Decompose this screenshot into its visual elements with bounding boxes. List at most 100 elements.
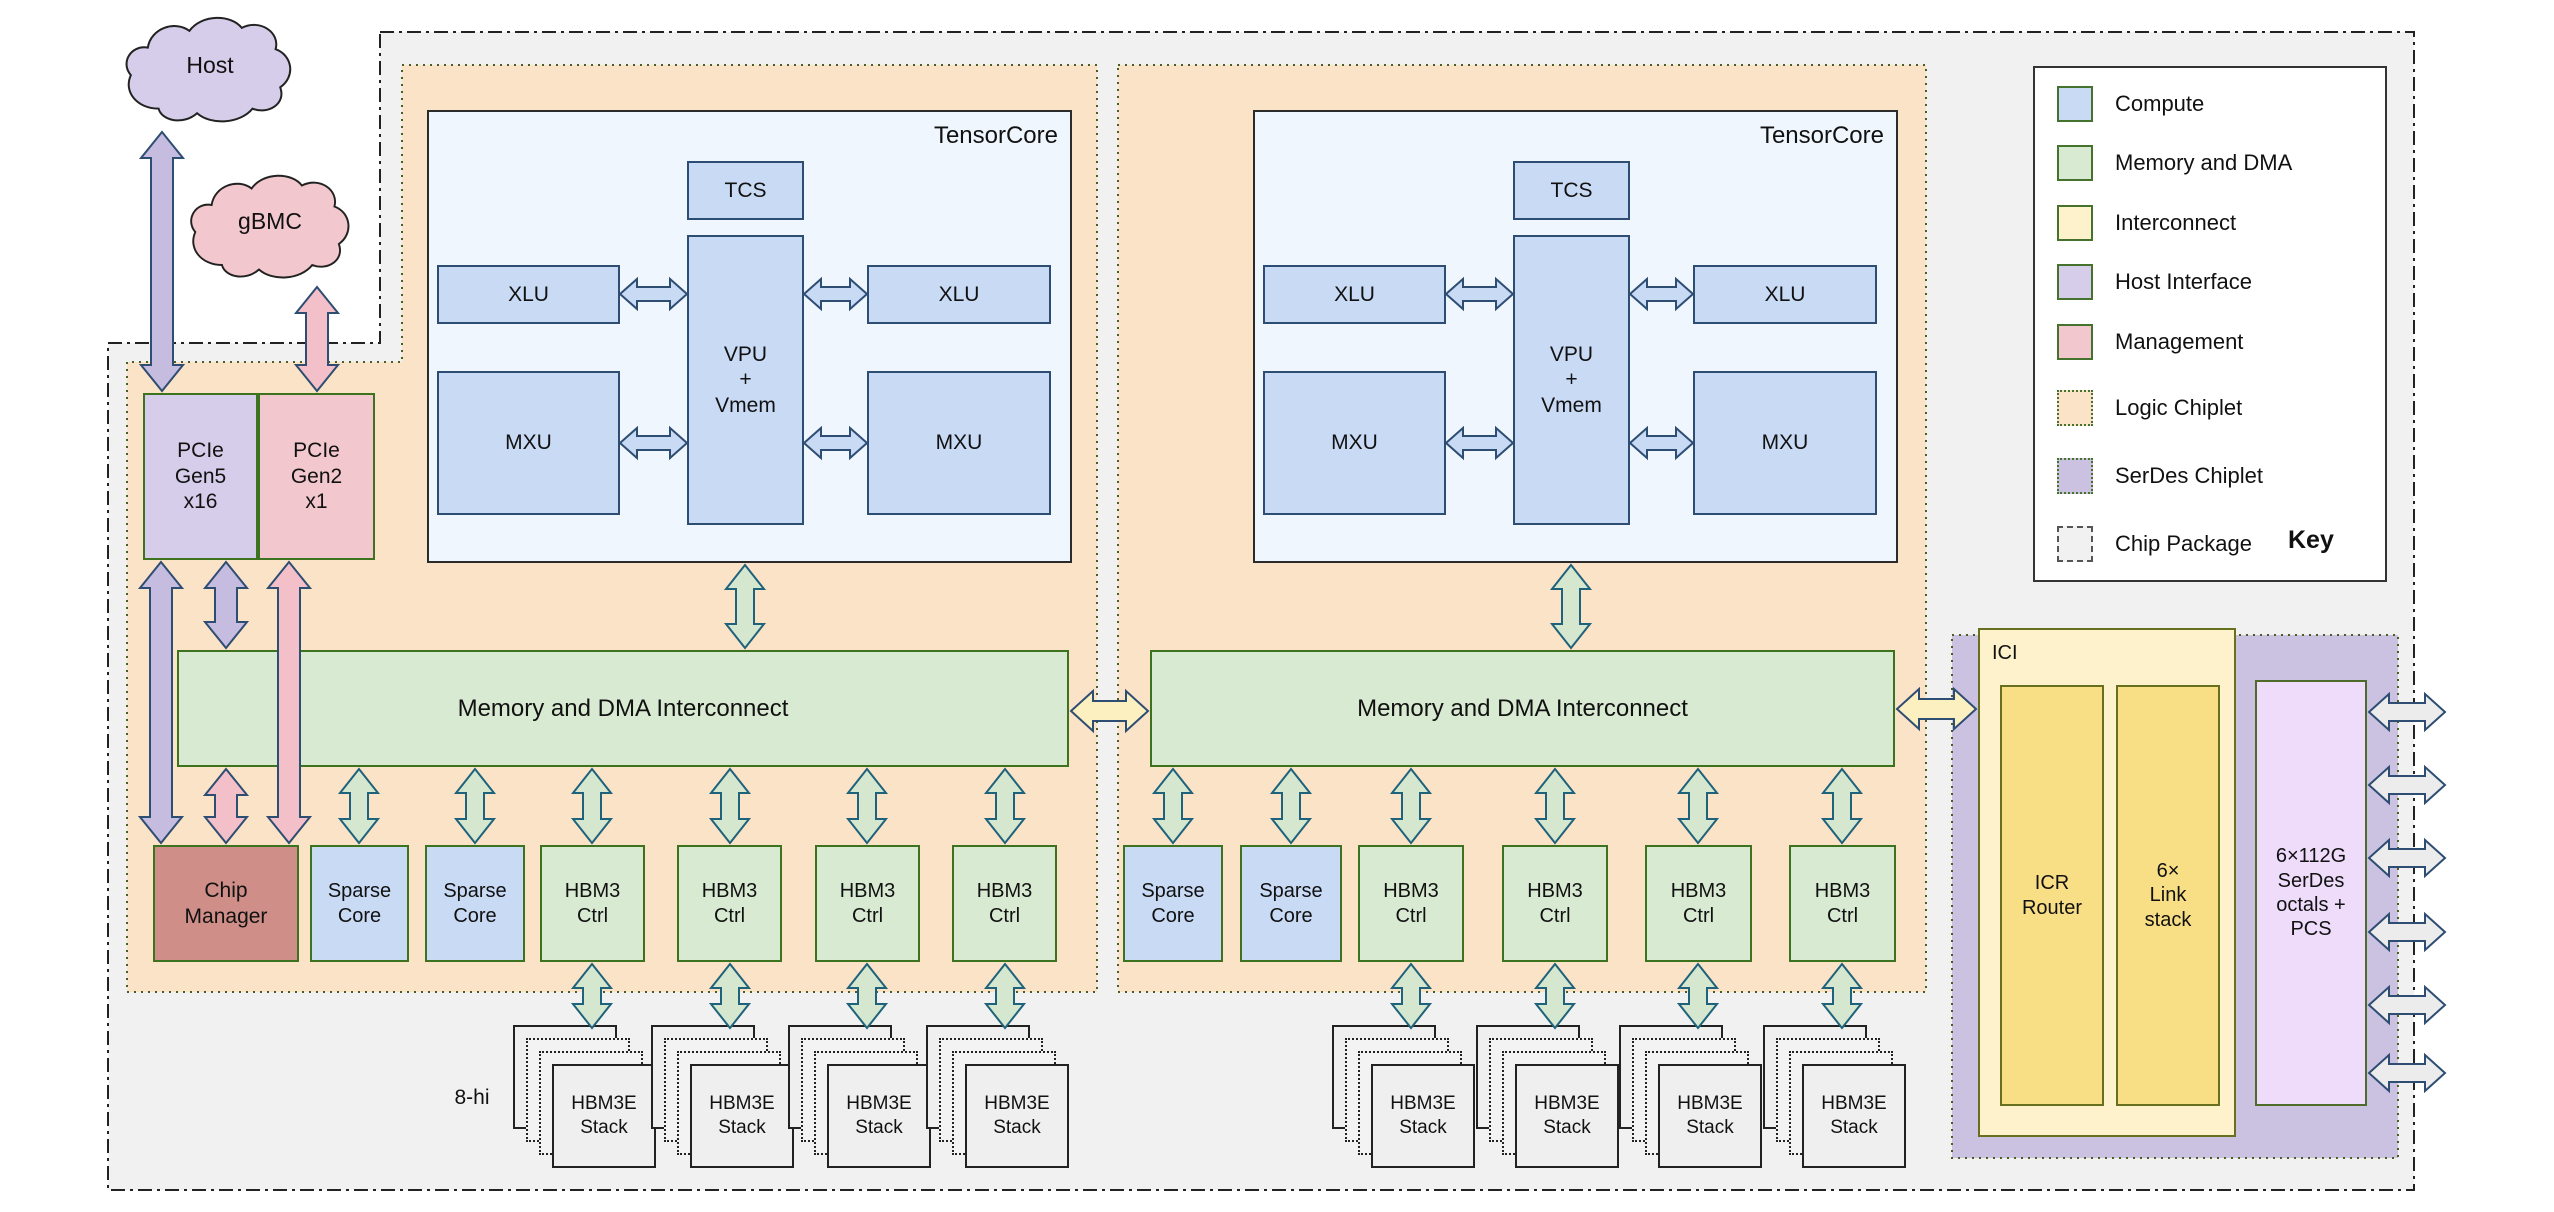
compute-swatch xyxy=(2057,86,2093,122)
interconnect-2-to-sparse-core-arrow xyxy=(1269,767,1313,845)
xlu: XLU xyxy=(867,265,1051,324)
key-item-logic-chiplet: Logic Chiplet xyxy=(2057,390,2242,426)
hbm3-ctrl-to-stack-arrow xyxy=(1676,962,1720,1030)
interconnect-1-to-sparse-core-arrow xyxy=(337,767,381,845)
tensorcore-2-to-interconnect-2-arrow xyxy=(1549,563,1593,650)
mxu: MXU xyxy=(867,371,1051,515)
ici-label: ICI xyxy=(1992,642,2018,664)
hbm3-ctrl-to-stack-arrow xyxy=(983,962,1027,1030)
host-cloud-label: Host xyxy=(186,52,234,78)
tensorcore-2-label: TensorCore xyxy=(1759,122,1884,149)
hbm3e-stack: HBM3E Stack xyxy=(1371,1064,1475,1168)
key-item-host: Host Interface xyxy=(2057,264,2252,300)
serdes-chiplet-swatch xyxy=(2057,458,2093,494)
hbm3-ctrl: HBM3 Ctrl xyxy=(1789,845,1896,962)
hbm3-ctrl: HBM3 Ctrl xyxy=(540,845,645,962)
serdes-octals: 6×112G SerDes octals + PCS xyxy=(2255,680,2367,1106)
hbm3-ctrl: HBM3 Ctrl xyxy=(952,845,1057,962)
interconnect-2-to-hbm3-ctrl-arrow xyxy=(1676,767,1720,845)
key-item-chip-package: Chip Package xyxy=(2057,526,2252,562)
gbmc-to-pcie-gen2-arrow xyxy=(293,285,341,393)
key-item-label: SerDes Chiplet xyxy=(2115,463,2263,488)
xlu: XLU xyxy=(437,265,620,324)
key-title: Key xyxy=(2288,526,2334,554)
interconnect-1-to-chip-manager-arrow xyxy=(202,767,250,845)
tcs: TCS xyxy=(687,161,804,220)
sparse-core: Sparse Core xyxy=(1240,845,1342,962)
interconnect-1-to-sparse-core-arrow xyxy=(453,767,497,845)
hbm3-ctrl-to-stack-arrow xyxy=(845,962,889,1030)
interconnect-2-to-hbm3-ctrl-arrow xyxy=(1820,767,1864,845)
hbm3-ctrl-to-stack-arrow xyxy=(1533,962,1577,1030)
key-item-label: Chip Package xyxy=(2115,531,2252,556)
memory-swatch xyxy=(2057,145,2093,181)
serdes-external-link-arrow xyxy=(2367,911,2447,953)
key-item-management: Management xyxy=(2057,324,2243,360)
hbm3-ctrl-to-stack-arrow xyxy=(1820,962,1864,1030)
hbm3e-stack: HBM3E Stack xyxy=(965,1064,1069,1168)
hbm3-ctrl-to-stack-arrow xyxy=(708,962,752,1030)
vpu-vmem: VPU + Vmem xyxy=(687,235,804,525)
serdes-external-link-arrow xyxy=(2367,691,2447,733)
mxu: MXU xyxy=(437,371,620,515)
key-item-label: Memory and DMA xyxy=(2115,150,2293,175)
interconnect-1-to-interconnect-2-arrow xyxy=(1069,688,1150,734)
host-swatch xyxy=(2057,264,2093,300)
serdes-external-link-arrow xyxy=(2367,764,2447,806)
memory-dma-interconnect-2: Memory and DMA Interconnect xyxy=(1150,650,1895,767)
hbm3-ctrl: HBM3 Ctrl xyxy=(1502,845,1608,962)
key-item-label: Management xyxy=(2115,329,2244,354)
memory-dma-interconnect-1: Memory and DMA Interconnect xyxy=(177,650,1069,767)
interconnect-2-to-hbm3-ctrl-arrow xyxy=(1389,767,1433,845)
host-to-pcie-gen5-arrow xyxy=(138,130,186,393)
key-item-label: Interconnect xyxy=(2115,210,2237,235)
key-item-label: Logic Chiplet xyxy=(2115,395,2243,420)
pcie-gen5-to-interconnect-1-arrow xyxy=(202,560,250,650)
stack-height-label: 8-hi xyxy=(454,1086,490,1109)
hbm3e-stack: HBM3E Stack xyxy=(1658,1064,1762,1168)
interconnect-1-to-hbm3-ctrl-arrow xyxy=(983,767,1027,845)
management-swatch xyxy=(2057,324,2093,360)
vpu-vmem: VPU + Vmem xyxy=(1513,235,1630,525)
hbm3-ctrl-to-stack-arrow xyxy=(1389,962,1433,1030)
serdes-external-link-arrow xyxy=(2367,837,2447,879)
mxu: MXU xyxy=(1263,371,1446,515)
tensorcore-1-to-interconnect-1-arrow xyxy=(723,563,767,650)
pcie-gen5-to-chip-manager-arrow xyxy=(137,560,185,845)
key-item-serdes-chiplet: SerDes Chiplet xyxy=(2057,458,2263,494)
link-stack: 6× Link stack xyxy=(2116,685,2220,1106)
hbm3-ctrl: HBM3 Ctrl xyxy=(677,845,782,962)
sparse-core: Sparse Core xyxy=(1123,845,1223,962)
mxu: MXU xyxy=(1693,371,1877,515)
key-item-interconnect: Interconnect xyxy=(2057,205,2236,241)
pcie-gen2: PCIe Gen2 x1 xyxy=(258,393,375,560)
serdes-external-link-arrow xyxy=(2367,1052,2447,1094)
interconnect-1-to-hbm3-ctrl-arrow xyxy=(570,767,614,845)
interconnect-2-to-sparse-core-arrow xyxy=(1151,767,1195,845)
hbm3-ctrl-to-stack-arrow xyxy=(570,962,614,1030)
hbm3-ctrl: HBM3 Ctrl xyxy=(815,845,920,962)
key-item-memory: Memory and DMA xyxy=(2057,145,2292,181)
serdes-external-link-arrow xyxy=(2367,984,2447,1026)
tcs: TCS xyxy=(1513,161,1630,220)
key-item-label: Compute xyxy=(2115,91,2205,116)
hbm3e-stack: HBM3E Stack xyxy=(1802,1064,1906,1168)
key-item-label: Host Interface xyxy=(2115,269,2252,294)
hbm3e-stack: HBM3E Stack xyxy=(690,1064,794,1168)
gbmc-cloud-label: gBMC xyxy=(238,208,302,234)
pcie-gen5: PCIe Gen5 x16 xyxy=(143,393,258,560)
interconnect-2-to-ici-arrow xyxy=(1895,686,1978,732)
xlu: XLU xyxy=(1263,265,1446,324)
chip-package-swatch xyxy=(2057,526,2093,562)
icr-router: ICR Router xyxy=(2000,685,2104,1106)
interconnect-1-to-hbm3-ctrl-arrow xyxy=(845,767,889,845)
hbm3e-stack: HBM3E Stack xyxy=(1515,1064,1619,1168)
hbm3e-stack: HBM3E Stack xyxy=(827,1064,931,1168)
hbm3-ctrl: HBM3 Ctrl xyxy=(1645,845,1752,962)
logic-chiplet-swatch xyxy=(2057,390,2093,426)
sparse-core: Sparse Core xyxy=(425,845,525,962)
interconnect-1-to-hbm3-ctrl-arrow xyxy=(708,767,752,845)
hbm3-ctrl: HBM3 Ctrl xyxy=(1358,845,1464,962)
